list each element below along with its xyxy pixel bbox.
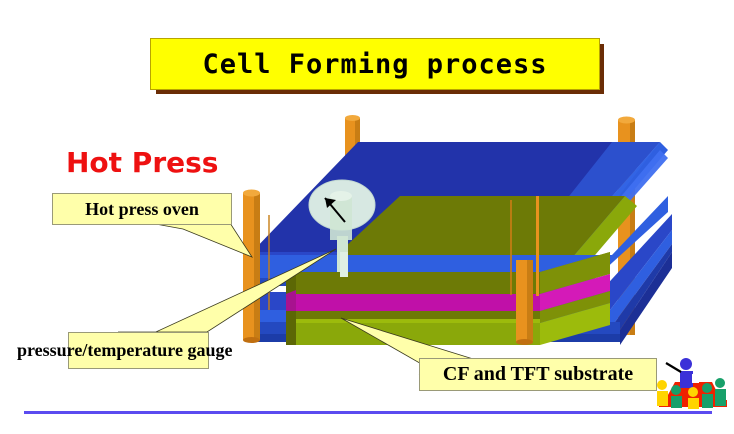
page-title: Cell Forming process (202, 48, 548, 80)
callout-pressure-gauge-label: pressure/temperature gauge (17, 340, 233, 360)
callout-cf-tft-substrate-label: CF and TFT substrate (442, 363, 634, 385)
logo-group (657, 358, 727, 409)
callout-cf-tft-substrate: CF and TFT substrate (419, 358, 657, 391)
corner-post-front-right (516, 260, 533, 345)
hot-press-heading: Hot Press (66, 146, 219, 179)
callout-hot-press-oven: Hot press oven (52, 193, 232, 225)
bottom-divider (24, 411, 712, 414)
callout-pressure-gauge-box (68, 332, 209, 369)
title-box: Cell Forming process (150, 38, 600, 90)
callout-hot-press-oven-label: Hot press oven (85, 198, 199, 219)
pressure-gauge (308, 179, 376, 277)
